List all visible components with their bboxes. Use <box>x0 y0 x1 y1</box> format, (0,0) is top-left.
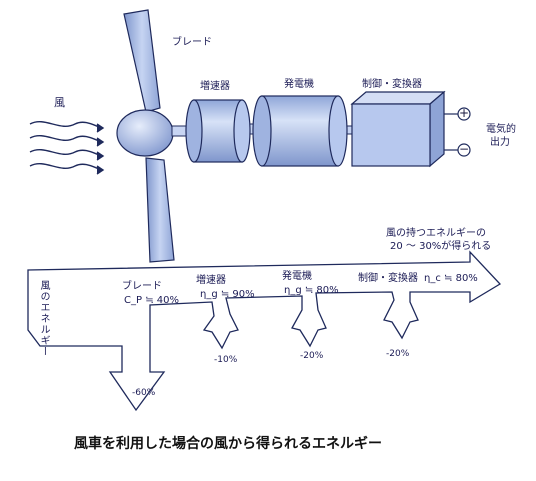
result-note-1: 風の持つエネルギーの <box>386 228 486 239</box>
stage-gearbox-name: 増速器 <box>196 275 226 286</box>
wind-arrow-4 <box>29 163 103 171</box>
flow-arrow <box>27 250 502 412</box>
stage-converter-loss: -20% <box>386 349 410 359</box>
stage-converter-name: 制御・変換器 <box>358 273 418 284</box>
stage-blade-name: ブレード <box>122 281 162 292</box>
output-label-2: 出力 <box>490 137 510 148</box>
plus-terminal <box>457 107 471 121</box>
minus-symbol: − <box>459 142 470 156</box>
blade-shapes <box>123 9 175 263</box>
stage-converter-efficiency: η_c ≒ 80% <box>424 273 478 284</box>
stage-blade-loss: -60% <box>132 388 156 398</box>
stage-generator-loss: -20% <box>300 351 324 361</box>
main-flow-band <box>27 250 502 412</box>
wind-energy-label: 風のエネルギー <box>38 280 49 357</box>
output-wires <box>444 107 471 157</box>
wind-arrow-3 <box>29 149 103 157</box>
wind-arrows <box>29 121 105 175</box>
wind-arrow-2 <box>29 135 103 143</box>
stage-generator-name: 発電機 <box>282 271 312 282</box>
gearbox-label: 増速器 <box>200 81 230 92</box>
result-note-2: 20 〜 30%が得られる <box>390 241 492 252</box>
plus-symbol: + <box>459 106 470 120</box>
converter-label: 制御・変換器 <box>362 79 422 90</box>
generator-label: 発電機 <box>284 79 314 90</box>
blade-upper <box>123 9 161 113</box>
stage-gearbox-efficiency: η_g ≒ 90% <box>200 289 255 300</box>
converter-box <box>350 90 446 168</box>
stage-generator-efficiency: η_g ≒ 80% <box>284 285 339 296</box>
wind-label: 風 <box>54 96 65 109</box>
stage-blade-efficiency: C_P ≒ 40% <box>124 295 179 306</box>
gearbox-cylinder <box>185 99 251 163</box>
figure-caption: 風車を利用した場合の風から得られるエネルギー <box>74 436 382 452</box>
minus-terminal <box>457 143 471 157</box>
generator-cylinder <box>252 95 348 167</box>
blade-lower <box>145 157 175 263</box>
output-label-1: 電気的 <box>486 124 516 135</box>
wind-arrow-1 <box>29 121 103 129</box>
stage-gearbox-loss: -10% <box>214 355 238 365</box>
blade-label: ブレード <box>172 37 212 48</box>
rotor-hub <box>116 109 174 157</box>
